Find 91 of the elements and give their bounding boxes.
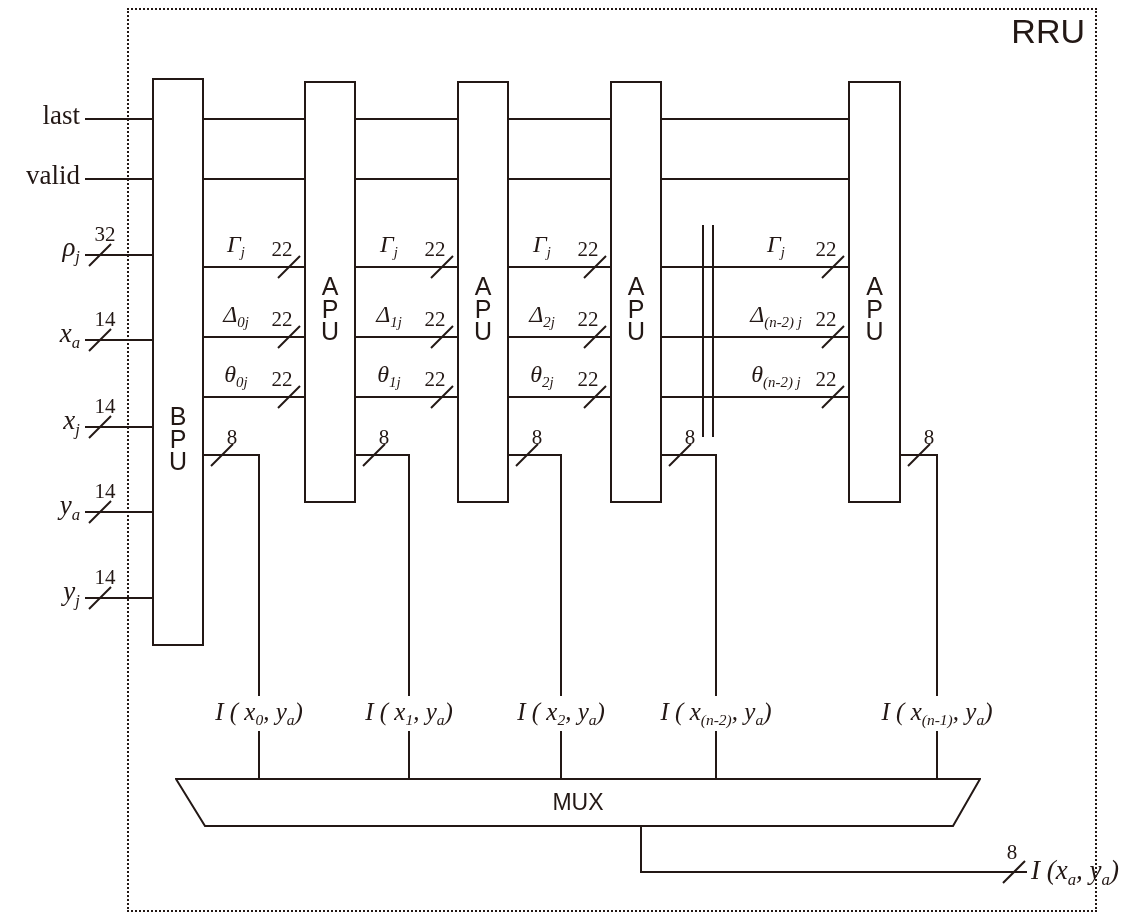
- signal-wire: [640, 826, 1028, 873]
- signal-name: θ$_{(n-2) j}$: [751, 361, 801, 392]
- bus-width-label: 22: [815, 367, 837, 392]
- bus-width-label: 8: [923, 425, 935, 450]
- signal-name: θ$_{0j}$: [224, 361, 248, 392]
- signal-wire: [84, 178, 153, 180]
- signal-wire: [355, 454, 410, 779]
- signal-name: Δ$_{1j}$: [376, 301, 402, 332]
- unit-label: APU: [319, 275, 341, 343]
- signal-wire: [508, 336, 611, 338]
- bus-width-label: 22: [577, 237, 599, 262]
- signal-wire: [355, 178, 458, 180]
- processing-unit-box: [610, 81, 662, 503]
- signal-name: y$_{j}$: [63, 576, 80, 611]
- signal-name: Γ$_{j}$: [380, 231, 398, 262]
- bus-width-label: 32: [94, 222, 116, 247]
- unit-label: APU: [472, 275, 494, 343]
- multiplexer-trapezoid: [175, 778, 981, 827]
- signal-wire: [900, 454, 938, 779]
- signal-wire: [508, 454, 562, 779]
- signal-name: ρ$_{j}$: [62, 232, 80, 267]
- signal-name: I ( x$_{1}$, y$_{a}$): [362, 696, 456, 732]
- signal-wire: [84, 511, 153, 513]
- bus-width-label: 22: [424, 307, 446, 332]
- signal-wire: [508, 178, 611, 180]
- bus-width-label: 22: [271, 307, 293, 332]
- signal-name: Δ$_{(n-2) j}$: [750, 301, 802, 332]
- signal-wire: [508, 118, 611, 120]
- unit-label: BPU: [167, 405, 189, 473]
- signal-wire: [84, 426, 153, 428]
- signal-wire: [203, 118, 305, 120]
- bus-width-label: 22: [424, 367, 446, 392]
- bus-width-label: 8: [1006, 840, 1018, 865]
- signal-wire: [203, 396, 305, 398]
- signal-name: x$_{j}$: [63, 405, 80, 440]
- bus-width-label: 8: [684, 425, 696, 450]
- signal-wire: [203, 266, 305, 268]
- signal-name: I ( x$_{2}$, y$_{a}$): [514, 696, 608, 732]
- signal-wire: [661, 396, 849, 398]
- signal-wire: [355, 396, 458, 398]
- signal-name: Γ$_{j}$: [767, 231, 785, 262]
- signal-wire: [661, 266, 849, 268]
- signal-wire: [508, 396, 611, 398]
- signal-wire: [661, 454, 717, 779]
- signal-wire: [203, 178, 305, 180]
- bus-width-label: 22: [271, 367, 293, 392]
- signal-wire: [661, 118, 849, 120]
- signal-wire: [84, 339, 153, 341]
- signal-name: x$_{a}$: [59, 318, 80, 353]
- signal-wire: [661, 178, 849, 180]
- bus-width-label: 22: [815, 307, 837, 332]
- bus-width-label: 14: [94, 307, 116, 332]
- signal-wire: [661, 336, 849, 338]
- bus-width-label: 14: [94, 565, 116, 590]
- bus-width-label: 22: [577, 307, 599, 332]
- block-title: RRU: [1011, 12, 1085, 51]
- bus-width-label: 22: [271, 237, 293, 262]
- signal-wire: [84, 597, 153, 599]
- signal-wire: [203, 454, 260, 779]
- signal-wire: [355, 118, 458, 120]
- processing-unit-box: [457, 81, 509, 503]
- signal-name: θ$_{1j}$: [377, 361, 401, 392]
- signal-name: Δ$_{2j}$: [529, 301, 555, 332]
- signal-wire: [203, 336, 305, 338]
- processing-unit-box: [304, 81, 356, 503]
- signal-name: Γ$_{j}$: [533, 231, 551, 262]
- bus-width-label: 22: [577, 367, 599, 392]
- signal-wire: [508, 266, 611, 268]
- bus-width-label: 14: [94, 479, 116, 504]
- bus-width-label: 14: [94, 394, 116, 419]
- bus-width-label: 8: [378, 425, 390, 450]
- processing-unit-box: [848, 81, 901, 503]
- signal-name: valid: [26, 160, 80, 191]
- processing-unit-box: [152, 78, 204, 646]
- signal-name: I ( x$_{0}$, y$_{a}$): [212, 696, 306, 732]
- unit-label: APU: [625, 275, 647, 343]
- signal-wire: [84, 118, 153, 120]
- signal-name: Δ$_{0j}$: [223, 301, 249, 332]
- signal-name: θ$_{2j}$: [530, 361, 554, 392]
- mux-label: MUX: [552, 789, 604, 816]
- signal-name: y$_{a}$: [59, 490, 80, 525]
- signal-wire: [355, 336, 458, 338]
- signal-wire: [84, 254, 153, 256]
- unit-label: APU: [864, 275, 885, 343]
- signal-wire: [355, 266, 458, 268]
- bus-width-label: 22: [424, 237, 446, 262]
- signal-name: last: [42, 100, 80, 131]
- signal-name: Γ$_{j}$: [227, 231, 245, 262]
- bus-width-label: 8: [531, 425, 543, 450]
- bus-width-label: 8: [226, 425, 238, 450]
- bus-width-label: 22: [815, 237, 837, 262]
